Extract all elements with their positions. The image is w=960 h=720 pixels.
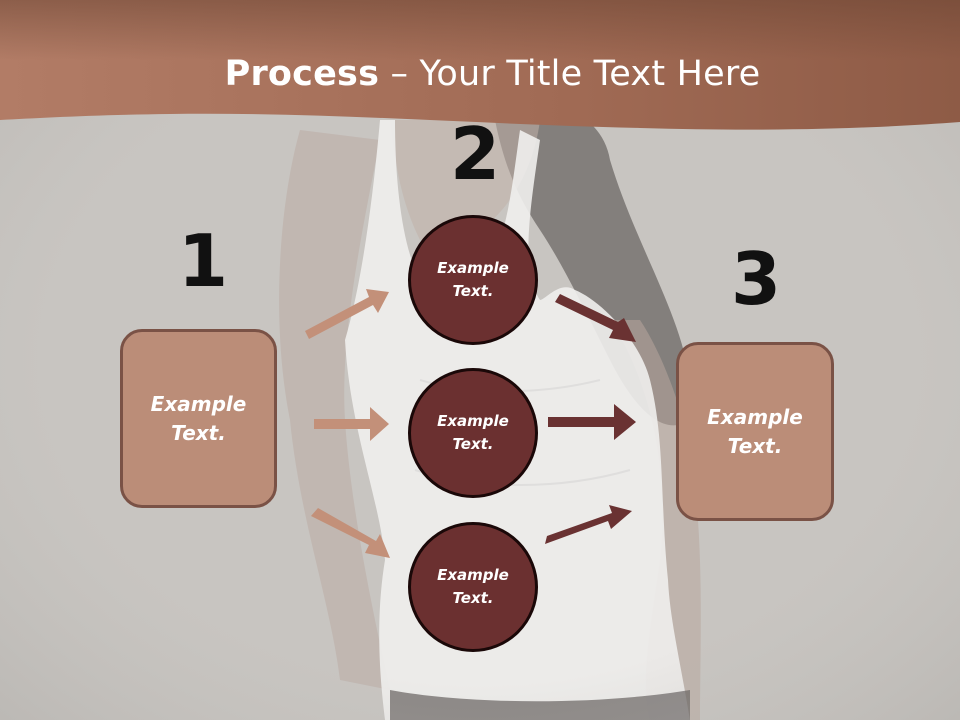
step-2-circle-top: Example Text. <box>408 215 538 345</box>
arrow-to-bottom-circle <box>311 508 390 558</box>
step-number-3: 3 <box>731 237 782 321</box>
step-3-text: Example Text. <box>707 404 803 458</box>
arrow-to-top-circle <box>305 289 389 339</box>
title-bold: Process <box>224 54 380 94</box>
step-2-text-top: Example Text. <box>437 259 509 300</box>
left-arrows <box>305 289 390 558</box>
title-rest: – Your Title Text Here <box>379 54 761 94</box>
slide-title: Process – Your Title Text Here <box>0 52 960 96</box>
step-number-2: 2 <box>450 112 501 196</box>
arrow-from-bottom-circle <box>545 505 632 544</box>
step-2-text-bottom: Example Text. <box>437 566 509 607</box>
step-number-1: 1 <box>178 219 229 303</box>
arrow-from-middle-circle <box>548 404 636 440</box>
right-arrows <box>545 294 636 544</box>
arrow-from-top-circle <box>555 294 636 342</box>
arrow-to-middle-circle <box>314 407 389 441</box>
step-1-box: Example Text. <box>120 329 277 508</box>
step-1-text: Example Text. <box>150 391 247 445</box>
step-3-box: Example Text. <box>676 342 834 521</box>
step-2-circle-bottom: Example Text. <box>408 522 538 652</box>
step-2-circle-middle: Example Text. <box>408 368 538 498</box>
step-2-text-middle: Example Text. <box>437 412 509 453</box>
